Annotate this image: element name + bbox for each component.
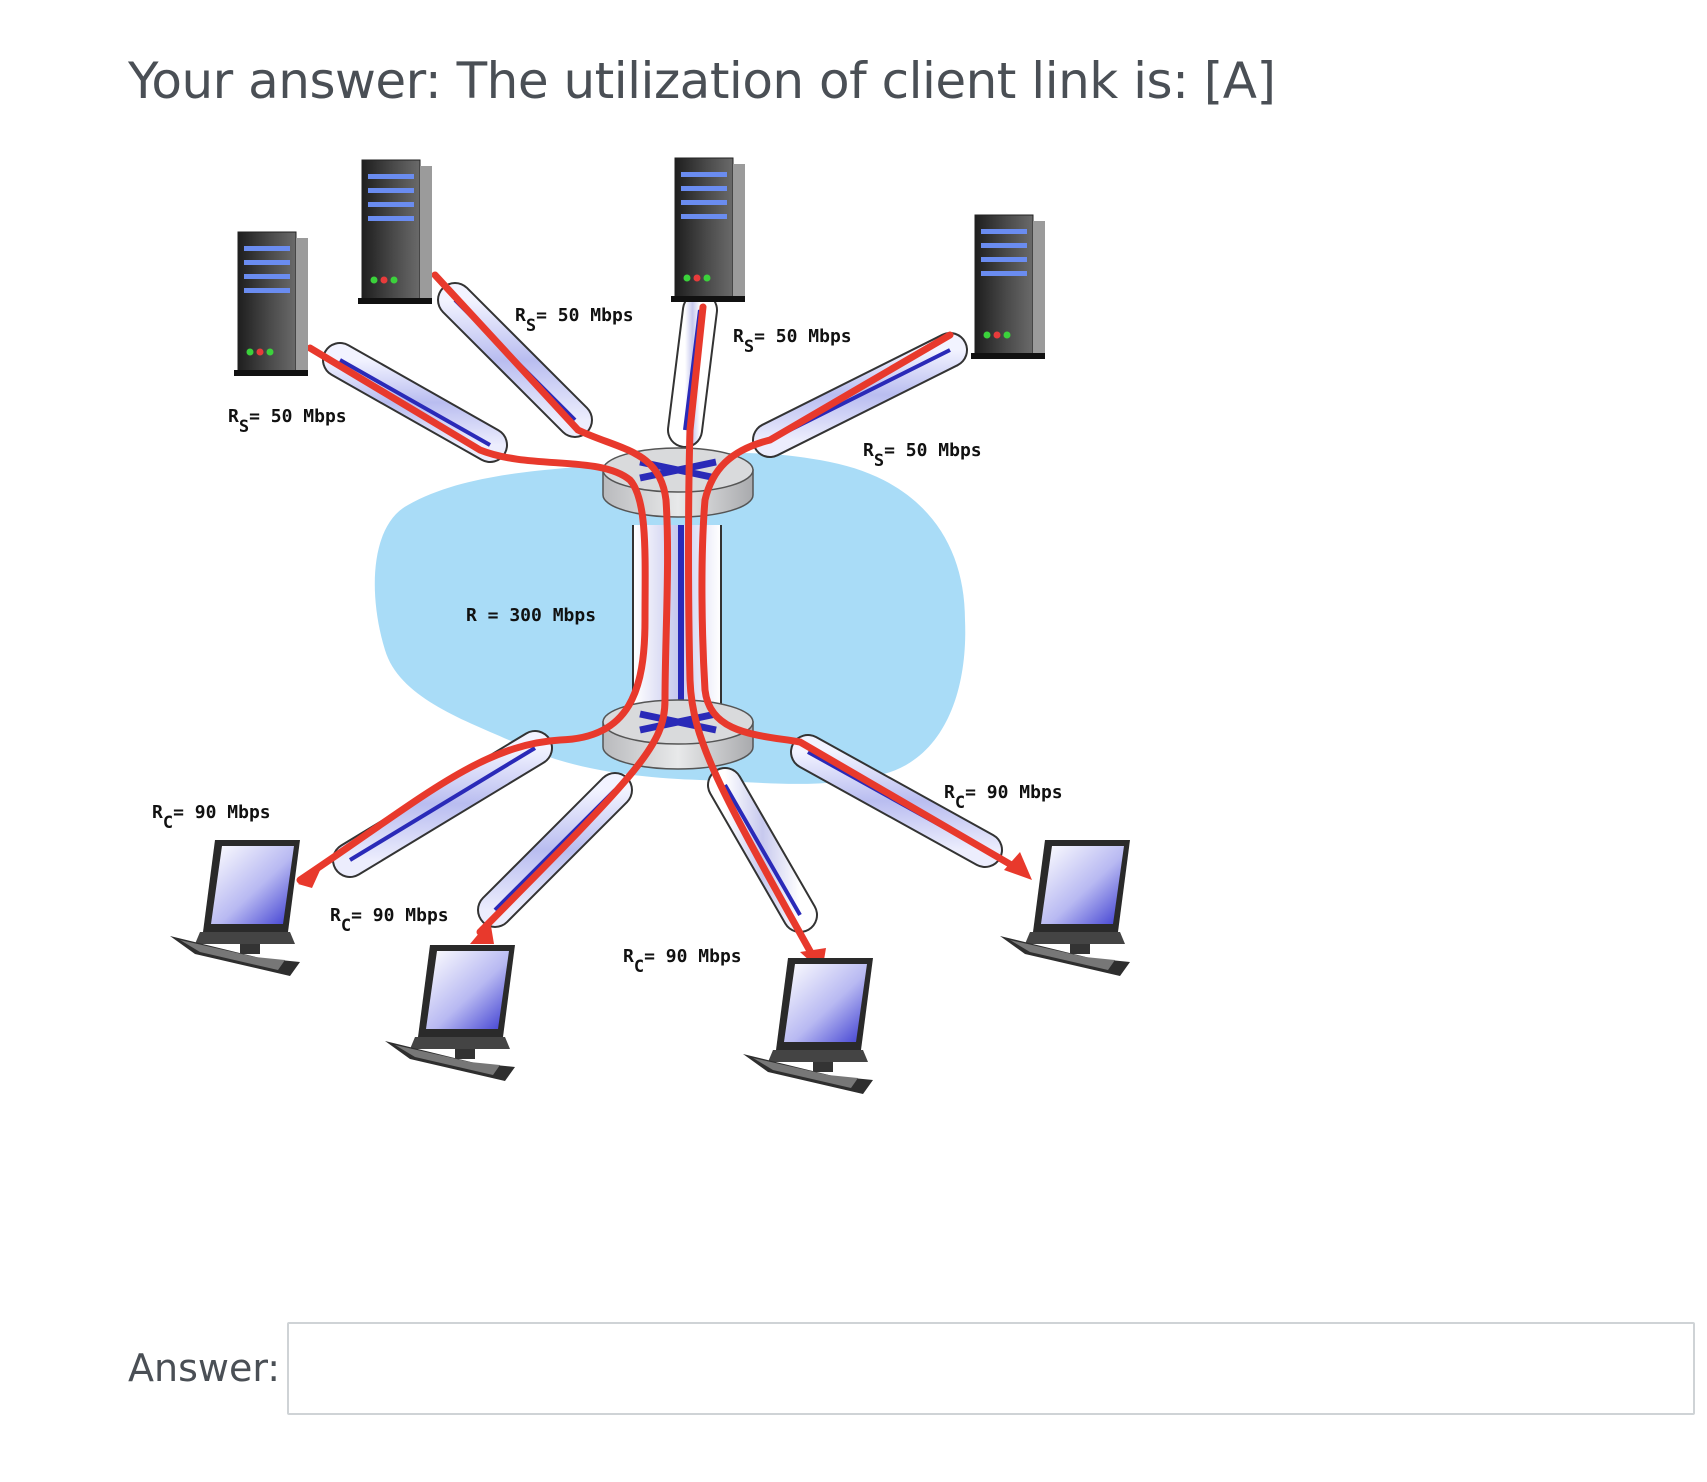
client-computer-icon: [743, 958, 873, 1094]
server-icon: [671, 157, 745, 302]
server-icon: [971, 214, 1045, 359]
question-title: Your answer: The utilization of client l…: [128, 52, 1276, 110]
client-link-pipe: [707, 767, 818, 933]
client-computer-icon: [385, 945, 515, 1081]
flow-path: [685, 303, 819, 964]
flow-path: [698, 331, 1024, 874]
client-computer-icon: [170, 840, 300, 976]
server-link-rate-label: RS= 50 Mbps: [733, 326, 852, 357]
answer-input[interactable]: [287, 1322, 1695, 1415]
server-link-rate-label: RS= 50 Mbps: [228, 406, 347, 437]
flow-arrowhead: [298, 866, 322, 888]
server-link-rate-label: RS= 50 Mbps: [863, 440, 982, 471]
client-link-rate-label: RC= 90 Mbps: [944, 782, 1063, 813]
flow-arrowhead: [470, 920, 494, 944]
flow-path: [296, 344, 649, 884]
answer-label: Answer:: [128, 1346, 281, 1390]
client-link-rate-label: RC= 90 Mbps: [330, 905, 449, 936]
flow-arrowhead: [1004, 852, 1032, 880]
server-icon: [358, 159, 432, 304]
client-computer-icon: [1000, 840, 1130, 976]
client-link-rate-label: RC= 90 Mbps: [623, 946, 742, 977]
client-link-pipe: [332, 730, 553, 878]
client-link-rate-label: RC= 90 Mbps: [152, 802, 271, 833]
server-link-rate-label: RS= 50 Mbps: [515, 305, 634, 336]
server-link-pipe: [322, 342, 508, 463]
server-icon: [234, 231, 308, 376]
bottleneck-rate-label: R = 300 Mbps: [466, 605, 596, 626]
flow-path: [431, 271, 672, 936]
